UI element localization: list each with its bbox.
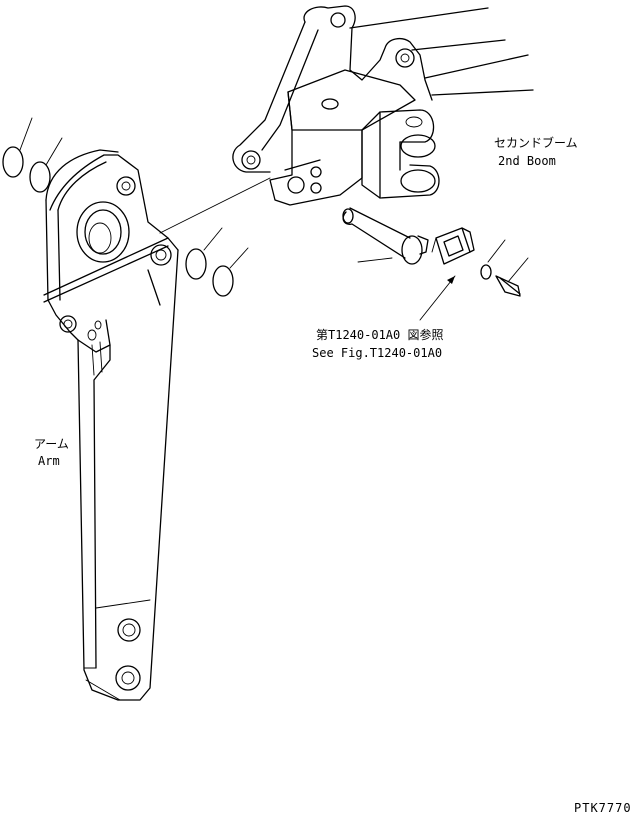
shims-left bbox=[2, 117, 63, 193]
lock-plate bbox=[431, 227, 475, 265]
second-boom-label-ja: セカンドブーム bbox=[494, 135, 578, 150]
arm-label-ja: アーム bbox=[34, 437, 69, 451]
arm bbox=[43, 149, 179, 701]
arm-label-en: Arm bbox=[38, 454, 60, 468]
assembly-line bbox=[159, 177, 271, 234]
shims-right bbox=[185, 227, 249, 297]
washer-bolt bbox=[480, 239, 529, 297]
reference-label-ja: 第T1240-01A0 図参照 bbox=[316, 327, 443, 342]
drawing-code: PTK7770 bbox=[574, 801, 632, 815]
second-boom-label-en: 2nd Boom bbox=[498, 154, 556, 168]
reference-label-en: See Fig.T1240-01A0 bbox=[312, 346, 442, 360]
second-boom bbox=[232, 5, 534, 206]
pin bbox=[342, 207, 429, 265]
ref-leader bbox=[419, 275, 456, 321]
